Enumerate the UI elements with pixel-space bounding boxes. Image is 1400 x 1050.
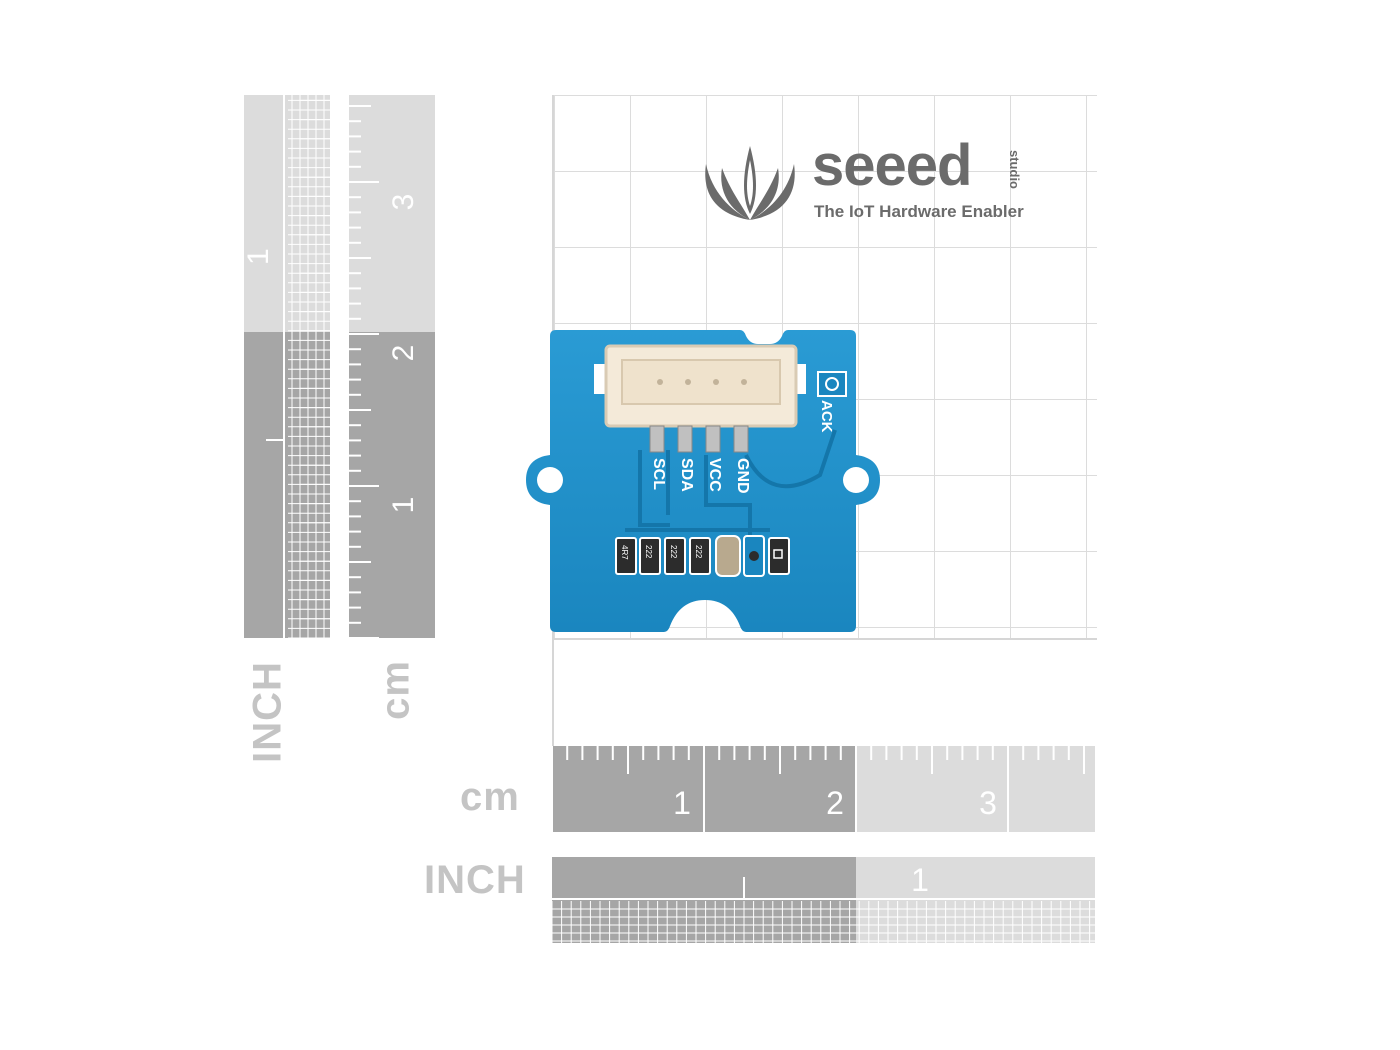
vertical-inch-ruler: 1 (244, 95, 330, 638)
pin-label-vcc: VCC (706, 458, 723, 492)
resistor-code-3: 222 (669, 545, 678, 559)
horizontal-inch-ruler: 1 (552, 857, 1095, 943)
cm-ruler-number-3-h: 3 (979, 785, 997, 821)
pin-label-sda: SDA (678, 458, 695, 492)
cm-ruler-number-1-h: 1 (673, 785, 691, 821)
vertical-cm-ruler: 3 2 1 (349, 95, 435, 638)
cm-unit-label-horizontal: cm (460, 775, 520, 819)
seeed-petal-logo-icon (705, 146, 795, 220)
grove-sensor-module: SCL SDA VCC GND ACK 4R7 222 222 222 (526, 330, 880, 632)
smd-resistor-row (615, 535, 790, 577)
brand-name: seeed (812, 133, 972, 198)
mounting-hole-left (537, 467, 563, 493)
mounting-hole-right (843, 467, 869, 493)
pin-scl (649, 425, 665, 453)
inch-unit-label-horizontal: INCH (424, 858, 526, 902)
inch-ruler-number: 1 (244, 248, 275, 265)
grid-axis-extension (552, 638, 554, 748)
pin-gnd (733, 425, 749, 453)
inch-unit-label-vertical: INCH (245, 661, 290, 763)
horizontal-cm-ruler: 1 2 3 (552, 746, 1095, 832)
brand-tagline: The IoT Hardware Enabler (814, 202, 1024, 221)
ack-label: ACK (818, 400, 835, 433)
pin-label-gnd: GND (734, 458, 751, 494)
ack-pad (825, 377, 839, 391)
pin-vcc (705, 425, 721, 453)
resistor-code-4: 222 (694, 545, 703, 559)
inch-ruler-number-1-h: 1 (911, 862, 929, 898)
cm-ruler-number-3: 3 (387, 194, 420, 211)
cm-ruler-number-1: 1 (387, 497, 420, 514)
resistor-code-1: 4R7 (620, 545, 629, 560)
brand-subtitle: studio (1007, 150, 1022, 189)
cm-ruler-number-2-h: 2 (826, 785, 844, 821)
resistor-code-2: 222 (644, 545, 653, 559)
cm-ruler-number-2: 2 (387, 345, 420, 362)
pin-sda (677, 425, 693, 453)
pin-label-scl: SCL (650, 458, 667, 490)
cm-unit-label-vertical: cm (373, 660, 418, 720)
